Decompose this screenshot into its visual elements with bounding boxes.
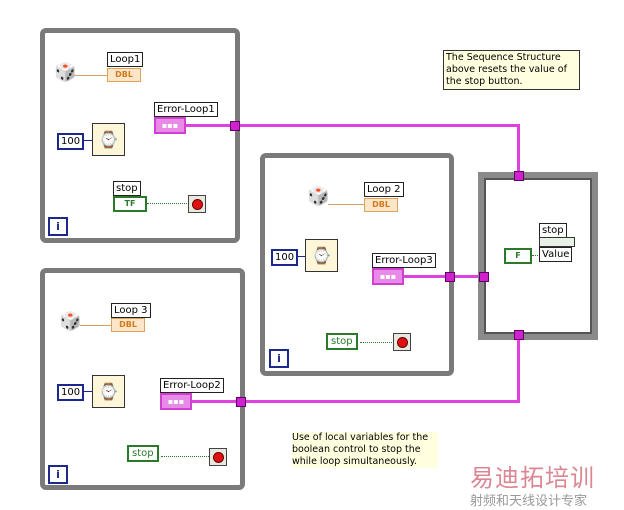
wait-icon: ⌚	[92, 123, 125, 156]
loop1-label: Loop1	[107, 52, 144, 67]
error-wire-1-down	[517, 124, 520, 176]
loop-condition-icon[interactable]	[209, 448, 227, 466]
random-number-icon: 🎲	[307, 186, 330, 207]
iteration-terminal: i	[48, 217, 68, 236]
tunnel	[445, 272, 455, 282]
loop-condition-icon[interactable]	[393, 333, 411, 351]
loop-condition-icon[interactable]	[188, 195, 206, 213]
sequence-structure[interactable]	[478, 172, 598, 340]
error-loop3-label: Error-Loop3	[372, 253, 436, 268]
while-loop-1[interactable]	[40, 28, 240, 243]
tunnel	[514, 330, 524, 340]
wait-ms-constant[interactable]: 100	[57, 133, 85, 150]
stop-button-terminal[interactable]: stop	[127, 445, 159, 462]
while-loop-2[interactable]	[260, 153, 454, 376]
wait-ms-constant[interactable]: 100	[57, 384, 85, 401]
property-node-label: stop	[539, 223, 567, 238]
iteration-terminal: i	[48, 465, 68, 484]
tunnel	[236, 397, 246, 407]
tunnel	[230, 121, 240, 131]
false-constant[interactable]: F	[504, 248, 532, 264]
property-node-header	[539, 237, 575, 247]
loop3-indicator[interactable]: DBL	[111, 318, 145, 332]
error-loop3-terminal[interactable]: ▪▪▪	[372, 268, 404, 285]
loop1-indicator[interactable]: DBL	[107, 68, 141, 82]
stop-button-terminal[interactable]: stop	[326, 333, 358, 350]
random-number-icon: 🎲	[59, 311, 82, 332]
stop-local-label: stop	[113, 181, 141, 196]
error-loop2-terminal[interactable]: ▪▪▪	[160, 393, 192, 410]
iteration-terminal: i	[269, 349, 289, 368]
loop3-label: Loop 3	[111, 303, 151, 318]
watermark-subtitle: 射频和天线设计专家	[470, 494, 588, 509]
error-wire-2-up	[517, 333, 520, 403]
stop-local-variable[interactable]: TF	[113, 196, 147, 212]
error-wire-2	[190, 400, 520, 403]
error-loop1-terminal[interactable]: ▪▪▪	[154, 117, 186, 134]
watermark-title: 易迪拓培训	[470, 464, 595, 492]
wait-icon: ⌚	[92, 375, 125, 408]
error-loop1-label: Error-Loop1	[154, 102, 218, 117]
comment-local-variables: Use of local variables for the boolean c…	[292, 432, 438, 468]
tunnel	[514, 171, 524, 181]
wait-icon: ⌚	[305, 239, 338, 272]
loop2-label: Loop 2	[364, 182, 404, 197]
property-node-value[interactable]: Value	[539, 247, 573, 262]
loop2-indicator[interactable]: DBL	[364, 198, 398, 212]
error-loop2-label: Error-Loop2	[160, 378, 224, 393]
comment-sequence: The Sequence Structure above resets the …	[443, 50, 580, 90]
random-number-icon: 🎲	[54, 62, 77, 83]
wait-ms-constant[interactable]: 100	[271, 249, 299, 266]
while-loop-3[interactable]	[40, 268, 245, 490]
error-wire-3	[402, 275, 482, 278]
tunnel	[479, 272, 489, 282]
error-wire-1	[186, 124, 520, 127]
